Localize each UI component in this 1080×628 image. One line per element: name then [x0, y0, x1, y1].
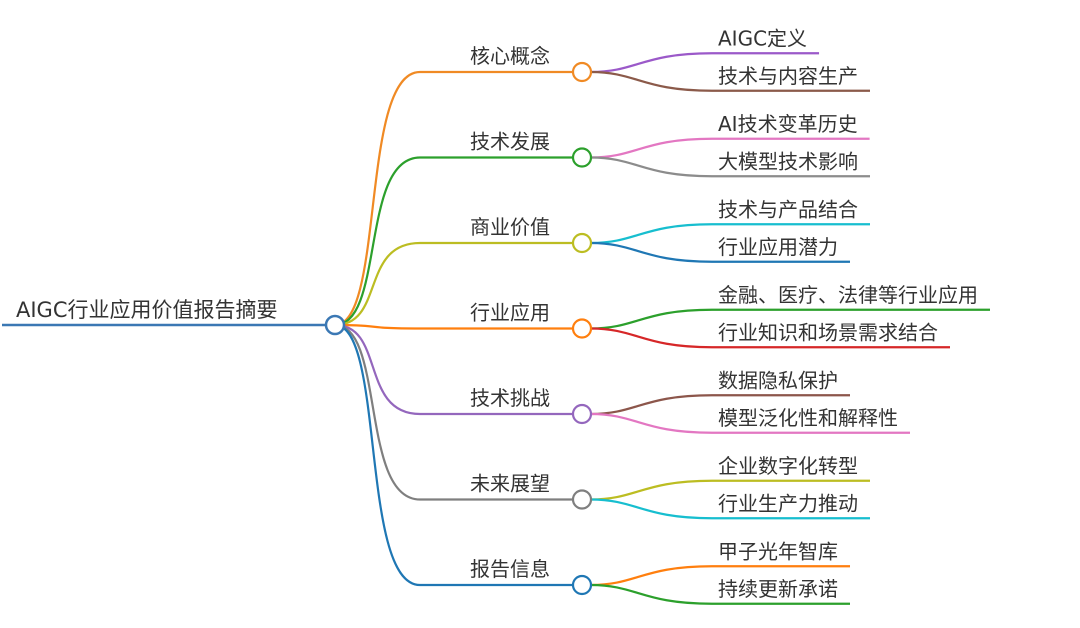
leaf-connector — [590, 412, 910, 434]
branch-label: 技术挑战 — [470, 386, 550, 410]
leaf-connector — [590, 308, 990, 330]
branch-label: 技术发展 — [470, 130, 550, 154]
branch-node-circle[interactable] — [571, 61, 593, 83]
branch-connector — [334, 156, 573, 327]
leaf-label: 数据隐私保护 — [718, 368, 838, 392]
branch-node-circle[interactable] — [571, 403, 593, 425]
branch-connector — [334, 323, 573, 330]
leaf-label: AI技术变革历史 — [718, 112, 858, 136]
connector-lines — [2, 52, 990, 605]
leaf-connector — [590, 565, 850, 587]
leaf-connector — [590, 156, 870, 178]
leaf-connector — [590, 394, 850, 416]
branch-node-circle[interactable] — [571, 318, 593, 339]
leaf-label: 甲子光年智库 — [718, 539, 838, 563]
root-label: AIGC行业应用价值报告摘要 — [16, 298, 278, 322]
leaf-connector — [590, 479, 870, 501]
leaf-connector — [590, 52, 820, 74]
branch-connector — [334, 323, 573, 587]
leaf-connector — [590, 327, 950, 349]
leaf-label: 大模型技术影响 — [718, 149, 858, 173]
leaf-connector — [590, 70, 870, 92]
leaf-label: 行业知识和场景需求结合 — [718, 320, 938, 344]
leaf-label: 企业数字化转型 — [718, 454, 858, 478]
leaf-label: 金融、医疗、法律等行业应用 — [718, 283, 978, 307]
branch-label: 未来展望 — [470, 472, 550, 496]
branch-label: 报告信息 — [470, 557, 550, 581]
branch-connector — [334, 323, 573, 416]
branch-label: 行业应用 — [470, 301, 550, 325]
leaf-label: 技术与内容生产 — [718, 64, 858, 88]
branch-label: 商业价值 — [470, 215, 550, 239]
branch-node-circle[interactable] — [571, 232, 593, 254]
branch-label: 核心概念 — [470, 44, 550, 68]
leaf-connector — [590, 137, 870, 159]
leaf-label: 模型泛化性和解释性 — [718, 406, 898, 430]
leaf-label: 技术与产品结合 — [718, 197, 858, 221]
branch-connector — [334, 70, 573, 327]
leaf-connector — [590, 223, 870, 245]
branch-node-circle[interactable] — [571, 489, 593, 510]
leaf-connector — [590, 498, 870, 520]
leaf-label: AIGC定义 — [718, 26, 807, 50]
leaf-label: 行业生产力推动 — [718, 491, 858, 515]
leaf-label: 持续更新承诺 — [718, 577, 838, 601]
root-node-circle[interactable] — [324, 314, 346, 336]
leaf-connector — [590, 583, 850, 605]
branch-connector — [334, 241, 573, 327]
leaf-label: 行业应用潜力 — [718, 235, 838, 259]
branch-node-circle[interactable] — [571, 574, 593, 596]
branch-connector — [334, 323, 573, 501]
leaf-connector — [590, 241, 850, 263]
branch-node-circle[interactable] — [571, 147, 593, 168]
